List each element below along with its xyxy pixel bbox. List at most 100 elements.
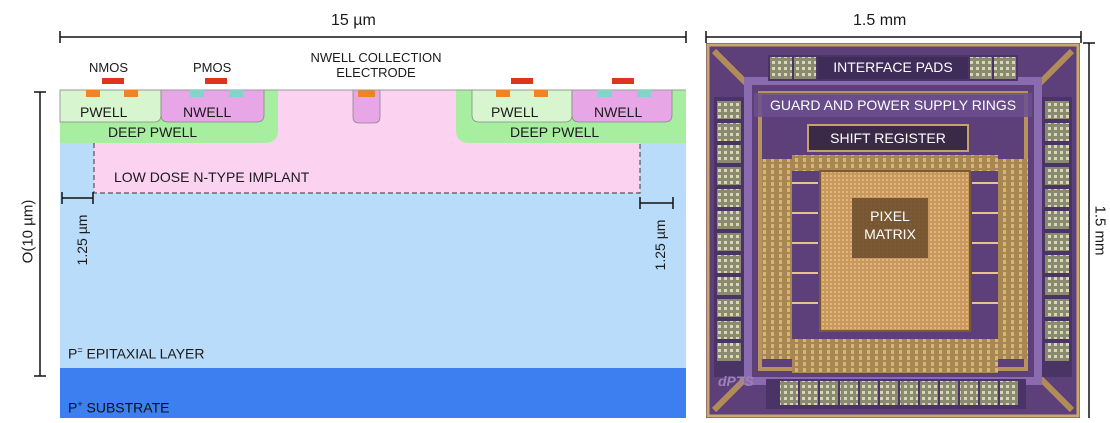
pad	[970, 57, 992, 79]
nwell-right	[571, 89, 673, 123]
pmos-source	[190, 90, 204, 97]
implant-boundary	[93, 143, 641, 194]
nmos-label: NMOS	[89, 60, 128, 75]
nmos-gate-right	[511, 78, 533, 84]
pad	[770, 57, 792, 79]
nmos-drain	[124, 90, 138, 97]
nmos-drain-right	[534, 90, 548, 97]
pad	[717, 101, 741, 119]
pmos-gate-right	[612, 78, 634, 84]
pad	[960, 381, 978, 405]
corner-traces	[711, 48, 1075, 413]
left-pad-column	[714, 97, 744, 377]
substrate-label: P+ SUBSTRATE	[68, 399, 169, 416]
nmos-source	[86, 90, 100, 97]
pad	[1045, 167, 1069, 185]
chip-micrograph: INTERFACE PADS GUARD AND POWER SUPPLY RI…	[706, 43, 1080, 418]
bottom-pad-row	[766, 379, 1026, 409]
pad	[1045, 233, 1069, 251]
deep-pwell-right-label: DEEP PWELL	[510, 124, 600, 140]
pad	[880, 381, 898, 405]
pixel-label-line2: MATRIX	[864, 226, 916, 242]
chip-logo: dPTS	[718, 373, 754, 389]
pwell-right-label: PWELL	[491, 104, 539, 120]
pad	[900, 381, 918, 405]
pad	[780, 381, 798, 405]
substrate-prefix: P	[68, 399, 78, 416]
collection-electrode	[352, 89, 381, 124]
pad	[717, 343, 741, 361]
epitaxial-text: EPITAXIAL LAYER	[82, 345, 205, 362]
top-logic-block	[792, 155, 998, 171]
pixel-matrix-label: PIXEL MATRIX	[852, 207, 928, 243]
pwell-left-label: PWELL	[80, 104, 128, 120]
nmos-gate	[102, 78, 124, 84]
cmos-cross-section	[34, 31, 687, 418]
chip-height-label: 1.5 mm	[1091, 205, 1109, 256]
pad	[1045, 189, 1069, 207]
pad	[717, 167, 741, 185]
collection-electrode-label: NWELL COLLECTION ELECTRODE	[286, 50, 466, 80]
collection-contact	[358, 90, 375, 97]
gap-right-label: 1.25 µm	[652, 219, 668, 271]
pixel-matrix-label-box	[852, 198, 928, 258]
interface-pads-box	[818, 57, 968, 79]
pad	[1045, 321, 1069, 339]
pad	[920, 381, 938, 405]
nmos-source-right	[496, 90, 510, 97]
pad	[1045, 101, 1069, 119]
pad	[1045, 343, 1069, 361]
pad	[794, 57, 816, 79]
pad	[1045, 299, 1069, 317]
right-pad-column	[1042, 97, 1072, 377]
pixel-label-line1: PIXEL	[870, 208, 910, 224]
pad	[1045, 211, 1069, 229]
pad	[1045, 123, 1069, 141]
pad	[1000, 381, 1018, 405]
pad	[717, 189, 741, 207]
epitaxial-sup: =	[77, 345, 83, 355]
die-seal-ring	[706, 43, 1080, 418]
pad	[980, 381, 998, 405]
left-logic-block	[762, 159, 792, 359]
substrate-text: SUBSTRATE	[82, 399, 170, 416]
chip-width-label: 1.5 mm	[853, 12, 907, 29]
bottom-logic-block	[792, 339, 998, 373]
pad	[717, 211, 741, 229]
pmos-source-right	[598, 90, 612, 97]
substrate-sup: +	[77, 399, 83, 409]
pad	[840, 381, 858, 405]
interface-pads-label: INTERFACE PADS	[833, 59, 953, 75]
guard-rings-label: GUARD AND POWER SUPPLY RINGS	[769, 97, 1017, 113]
pad	[994, 57, 1016, 79]
pad	[1045, 145, 1069, 163]
guard-rings-box	[754, 93, 1032, 117]
pad	[820, 381, 838, 405]
pmos-drain	[229, 90, 243, 97]
implant-gap-left	[60, 143, 94, 193]
pad	[717, 255, 741, 273]
pad	[860, 381, 878, 405]
pmos-drain-right	[637, 90, 651, 97]
epitaxial-prefix: P	[68, 345, 78, 362]
pad	[717, 123, 741, 141]
pad	[717, 233, 741, 251]
shift-register-box	[807, 124, 969, 152]
width-dimension-label: 15 µm	[331, 12, 376, 29]
collection-label-line2: ELECTRODE	[336, 65, 416, 80]
substrate-layer	[60, 368, 686, 418]
shift-register-label: SHIFT REGISTER	[830, 130, 946, 146]
pad	[800, 381, 818, 405]
pad	[717, 145, 741, 163]
pad	[1045, 277, 1069, 295]
pad	[1045, 255, 1069, 273]
chip-dimension-markers	[705, 31, 1095, 418]
pad	[940, 381, 958, 405]
deep-pwell-left-label: DEEP PWELL	[108, 124, 198, 140]
gap-left-label: 1.25 µm	[74, 214, 90, 266]
pmos-gate	[205, 78, 227, 84]
pad	[717, 299, 741, 317]
routing-traces	[792, 182, 998, 304]
right-logic-block	[998, 159, 1028, 359]
implant-gap-right	[640, 143, 686, 193]
